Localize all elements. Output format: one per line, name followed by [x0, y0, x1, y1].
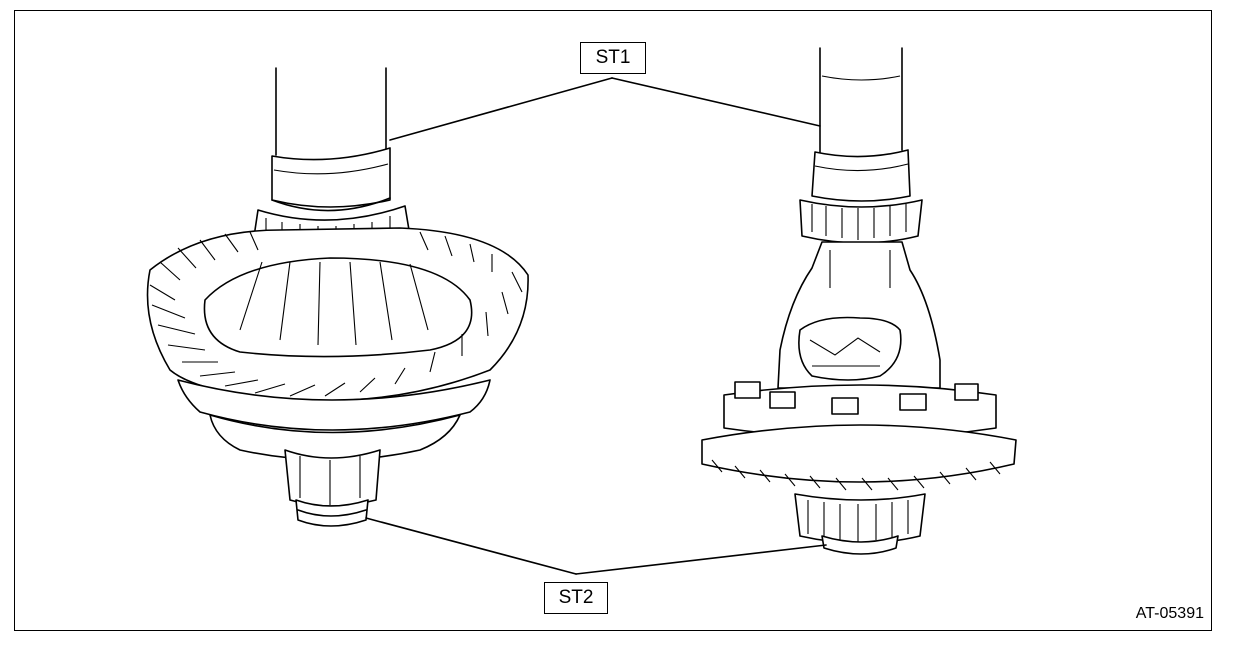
right-case-body: [777, 241, 941, 389]
st1-leader-lines: [389, 77, 821, 141]
left-differential-assembly: [146, 67, 529, 527]
figure-frame: [14, 10, 1212, 631]
st2-leader-lines: [365, 517, 827, 575]
st1-callout-label: ST1: [580, 42, 646, 74]
left-flange: [177, 379, 491, 461]
left-ring-gear: [146, 227, 529, 402]
right-upper-bearing: [799, 199, 923, 244]
st2-callout-label: ST2: [544, 582, 608, 614]
right-lower-bearing: [794, 493, 926, 555]
left-lower-hub: [284, 449, 381, 507]
left-st2-cup: [295, 499, 369, 527]
right-differential-assembly: [701, 47, 1017, 555]
left-st1-shaft: [271, 67, 391, 208]
right-ring-gear: [701, 424, 1017, 491]
figure-reference-code: AT-05391: [1135, 605, 1204, 622]
right-st1-shaft: [811, 47, 911, 202]
